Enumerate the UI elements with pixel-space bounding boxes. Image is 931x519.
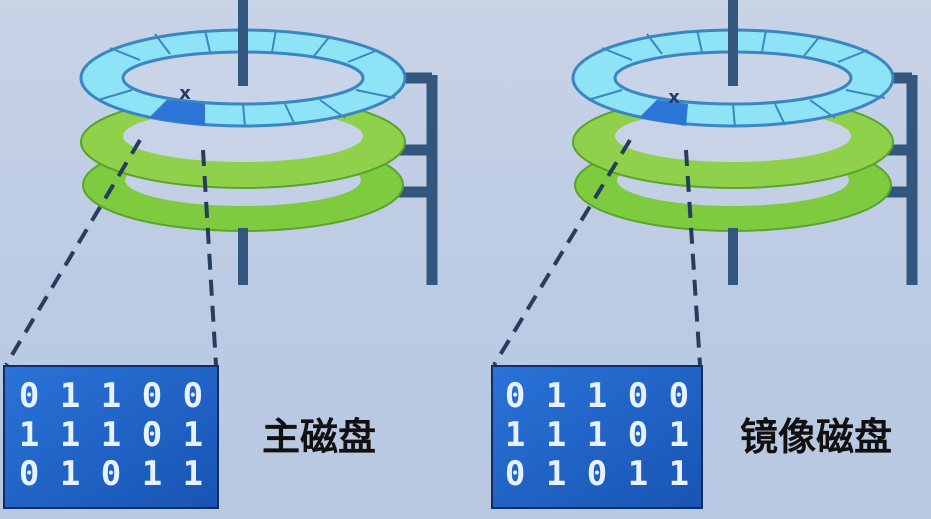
primary-sector-mark: x xyxy=(179,83,191,104)
primary-disk-assembly: x 0 1 1 0 0 1 1 1 0 1 0 1 0 1 1 主磁盘 xyxy=(3,0,438,509)
mirror-bits-row-1: 0 1 1 0 0 xyxy=(505,376,689,416)
primary-highlight-sector xyxy=(150,100,205,126)
mirror-bits-row-3: 0 1 0 1 1 xyxy=(505,454,689,494)
primary-disk-label: 主磁盘 xyxy=(262,415,376,459)
mirror-disk-label: 镜像磁盘 xyxy=(740,415,892,459)
primary-projection-lines xyxy=(4,138,218,367)
primary-data-block: 0 1 1 0 0 1 1 1 0 1 0 1 0 1 1 xyxy=(3,365,219,509)
mirror-highlight-sector xyxy=(640,100,688,126)
mirror-data-block: 0 1 1 0 0 1 1 1 0 1 0 1 0 1 1 xyxy=(491,365,703,509)
primary-bits-row-2: 1 1 1 0 1 xyxy=(19,415,203,455)
mirror-sector-mark: x xyxy=(668,87,680,108)
primary-bits-row-1: 0 1 1 0 0 xyxy=(19,376,203,416)
mirror-bits-row-2: 1 1 1 0 1 xyxy=(505,415,689,455)
mirror-projection-lines xyxy=(492,138,702,367)
primary-bits-row-3: 0 1 0 1 1 xyxy=(19,454,203,494)
mirror-disk-assembly: x 0 1 1 0 0 1 1 1 0 1 0 1 0 1 1 镜像磁盘 xyxy=(491,0,918,509)
